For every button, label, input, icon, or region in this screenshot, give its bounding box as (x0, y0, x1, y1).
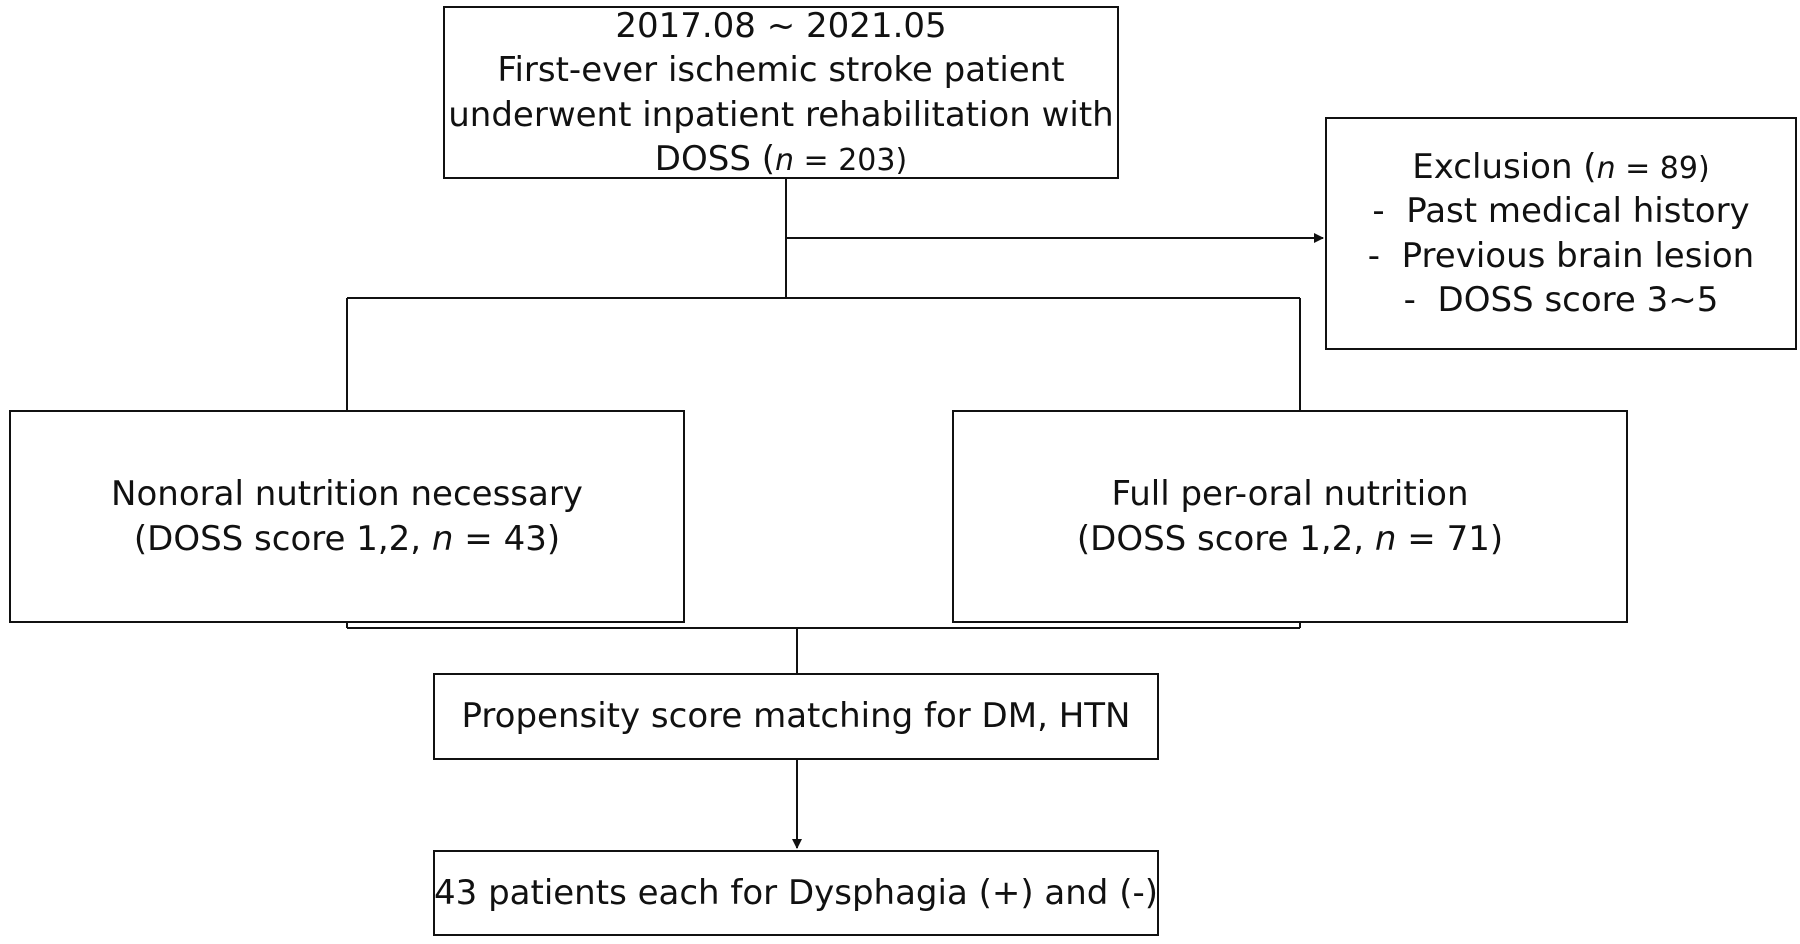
exclusion-title: Exclusion (n = 89) (1412, 145, 1709, 189)
start-box: 2017.08 ~ 2021.05 First-ever ischemic st… (443, 6, 1119, 179)
nonoral-label: Nonoral nutrition necessary (111, 474, 583, 515)
nonoral-count: (DOSS score 1,2, n = 43) (134, 517, 560, 561)
peroral-count: (DOSS score 1,2, n = 71) (1077, 517, 1503, 561)
peroral-group-box: Full per-oral nutrition (DOSS score 1,2,… (952, 410, 1628, 623)
nonoral-count-n: n (431, 518, 454, 559)
peroral-count-suffix: = 71) (1396, 518, 1504, 559)
matching-box: Propensity score matching for DM, HTN (433, 673, 1159, 760)
exclusion-item: - Past medical history (1372, 191, 1750, 232)
peroral-label: Full per-oral nutrition (1111, 474, 1469, 515)
start-date-range: 2017.08 ~ 2021.05 (615, 6, 947, 47)
exclusion-box: Exclusion (n = 89) - Past medical histor… (1325, 117, 1797, 350)
peroral-count-prefix: (DOSS score 1,2, (1076, 518, 1375, 559)
result-box: 43 patients each for Dysphagia (+) and (… (433, 850, 1159, 936)
nonoral-count-suffix: = 43) (453, 518, 561, 559)
start-criteria: underwent inpatient rehabilitation with (448, 94, 1114, 135)
exclusion-title-prefix: Exclusion ( (1412, 147, 1597, 188)
start-count-prefix: DOSS ( (654, 138, 775, 179)
exclusion-item: - DOSS score 3~5 (1403, 279, 1719, 320)
start-count-n: n (774, 142, 794, 178)
exclusion-title-n: n (1596, 151, 1616, 187)
start-count-suffix: = 203) (794, 142, 908, 178)
nonoral-count-prefix: (DOSS score 1,2, (133, 518, 432, 559)
start-count: DOSS (n = 203) (655, 137, 907, 181)
nonoral-group-box: Nonoral nutrition necessary (DOSS score … (9, 410, 685, 623)
peroral-count-n: n (1374, 518, 1397, 559)
result-label: 43 patients each for Dysphagia (+) and (… (434, 872, 1158, 913)
exclusion-item: - Previous brain lesion (1367, 235, 1755, 276)
exclusion-title-suffix: = 89) (1615, 151, 1710, 187)
start-population: First-ever ischemic stroke patient (497, 50, 1065, 91)
matching-label: Propensity score matching for DM, HTN (461, 696, 1131, 737)
